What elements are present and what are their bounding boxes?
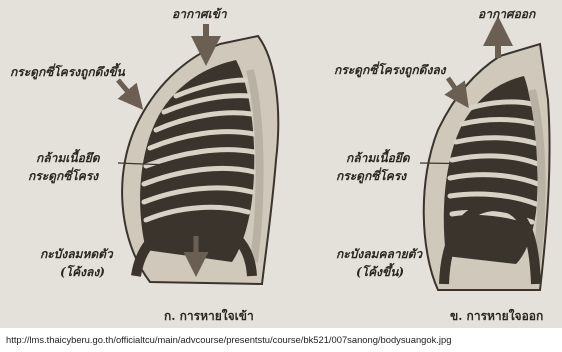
exhale-caption: ข. การหายใจออก bbox=[450, 308, 543, 323]
source-url: http://lms.thaicyberu.go.th/officialtcu/… bbox=[6, 334, 451, 345]
exhale-ribs-label: กระดูกซี่โครงถูกดึงลง bbox=[334, 61, 447, 78]
exhale-muscle-label-2: กระดูกซี่โครง bbox=[336, 167, 407, 184]
inhale-muscle-label-1: กล้ามเนื้อยึด bbox=[36, 149, 101, 165]
inhale-air-label: อากาศเข้า bbox=[172, 7, 228, 21]
inhale-ribs-label: กระดูกซี่โครงถูกดึงขึ้น bbox=[10, 63, 126, 80]
inhale-diaphragm-label-1: กะบังลมหดตัว bbox=[40, 247, 114, 261]
inhale-muscle-label-2: กระดูกซี่โครง bbox=[28, 167, 99, 184]
inhale-caption: ก. การหายใจเข้า bbox=[164, 308, 254, 323]
exhale-diaphragm-label-2: (โค้งขึ้น) bbox=[356, 263, 404, 279]
exhale-diaphragm-label-1: กะบังลมคลายตัว bbox=[336, 247, 423, 261]
exhale-air-label: อากาศออก bbox=[478, 7, 536, 21]
exhale-muscle-label-1: กล้ามเนื้อยึด bbox=[346, 149, 411, 165]
inhale-diaphragm-label-2: (โค้งลง) bbox=[60, 264, 105, 279]
